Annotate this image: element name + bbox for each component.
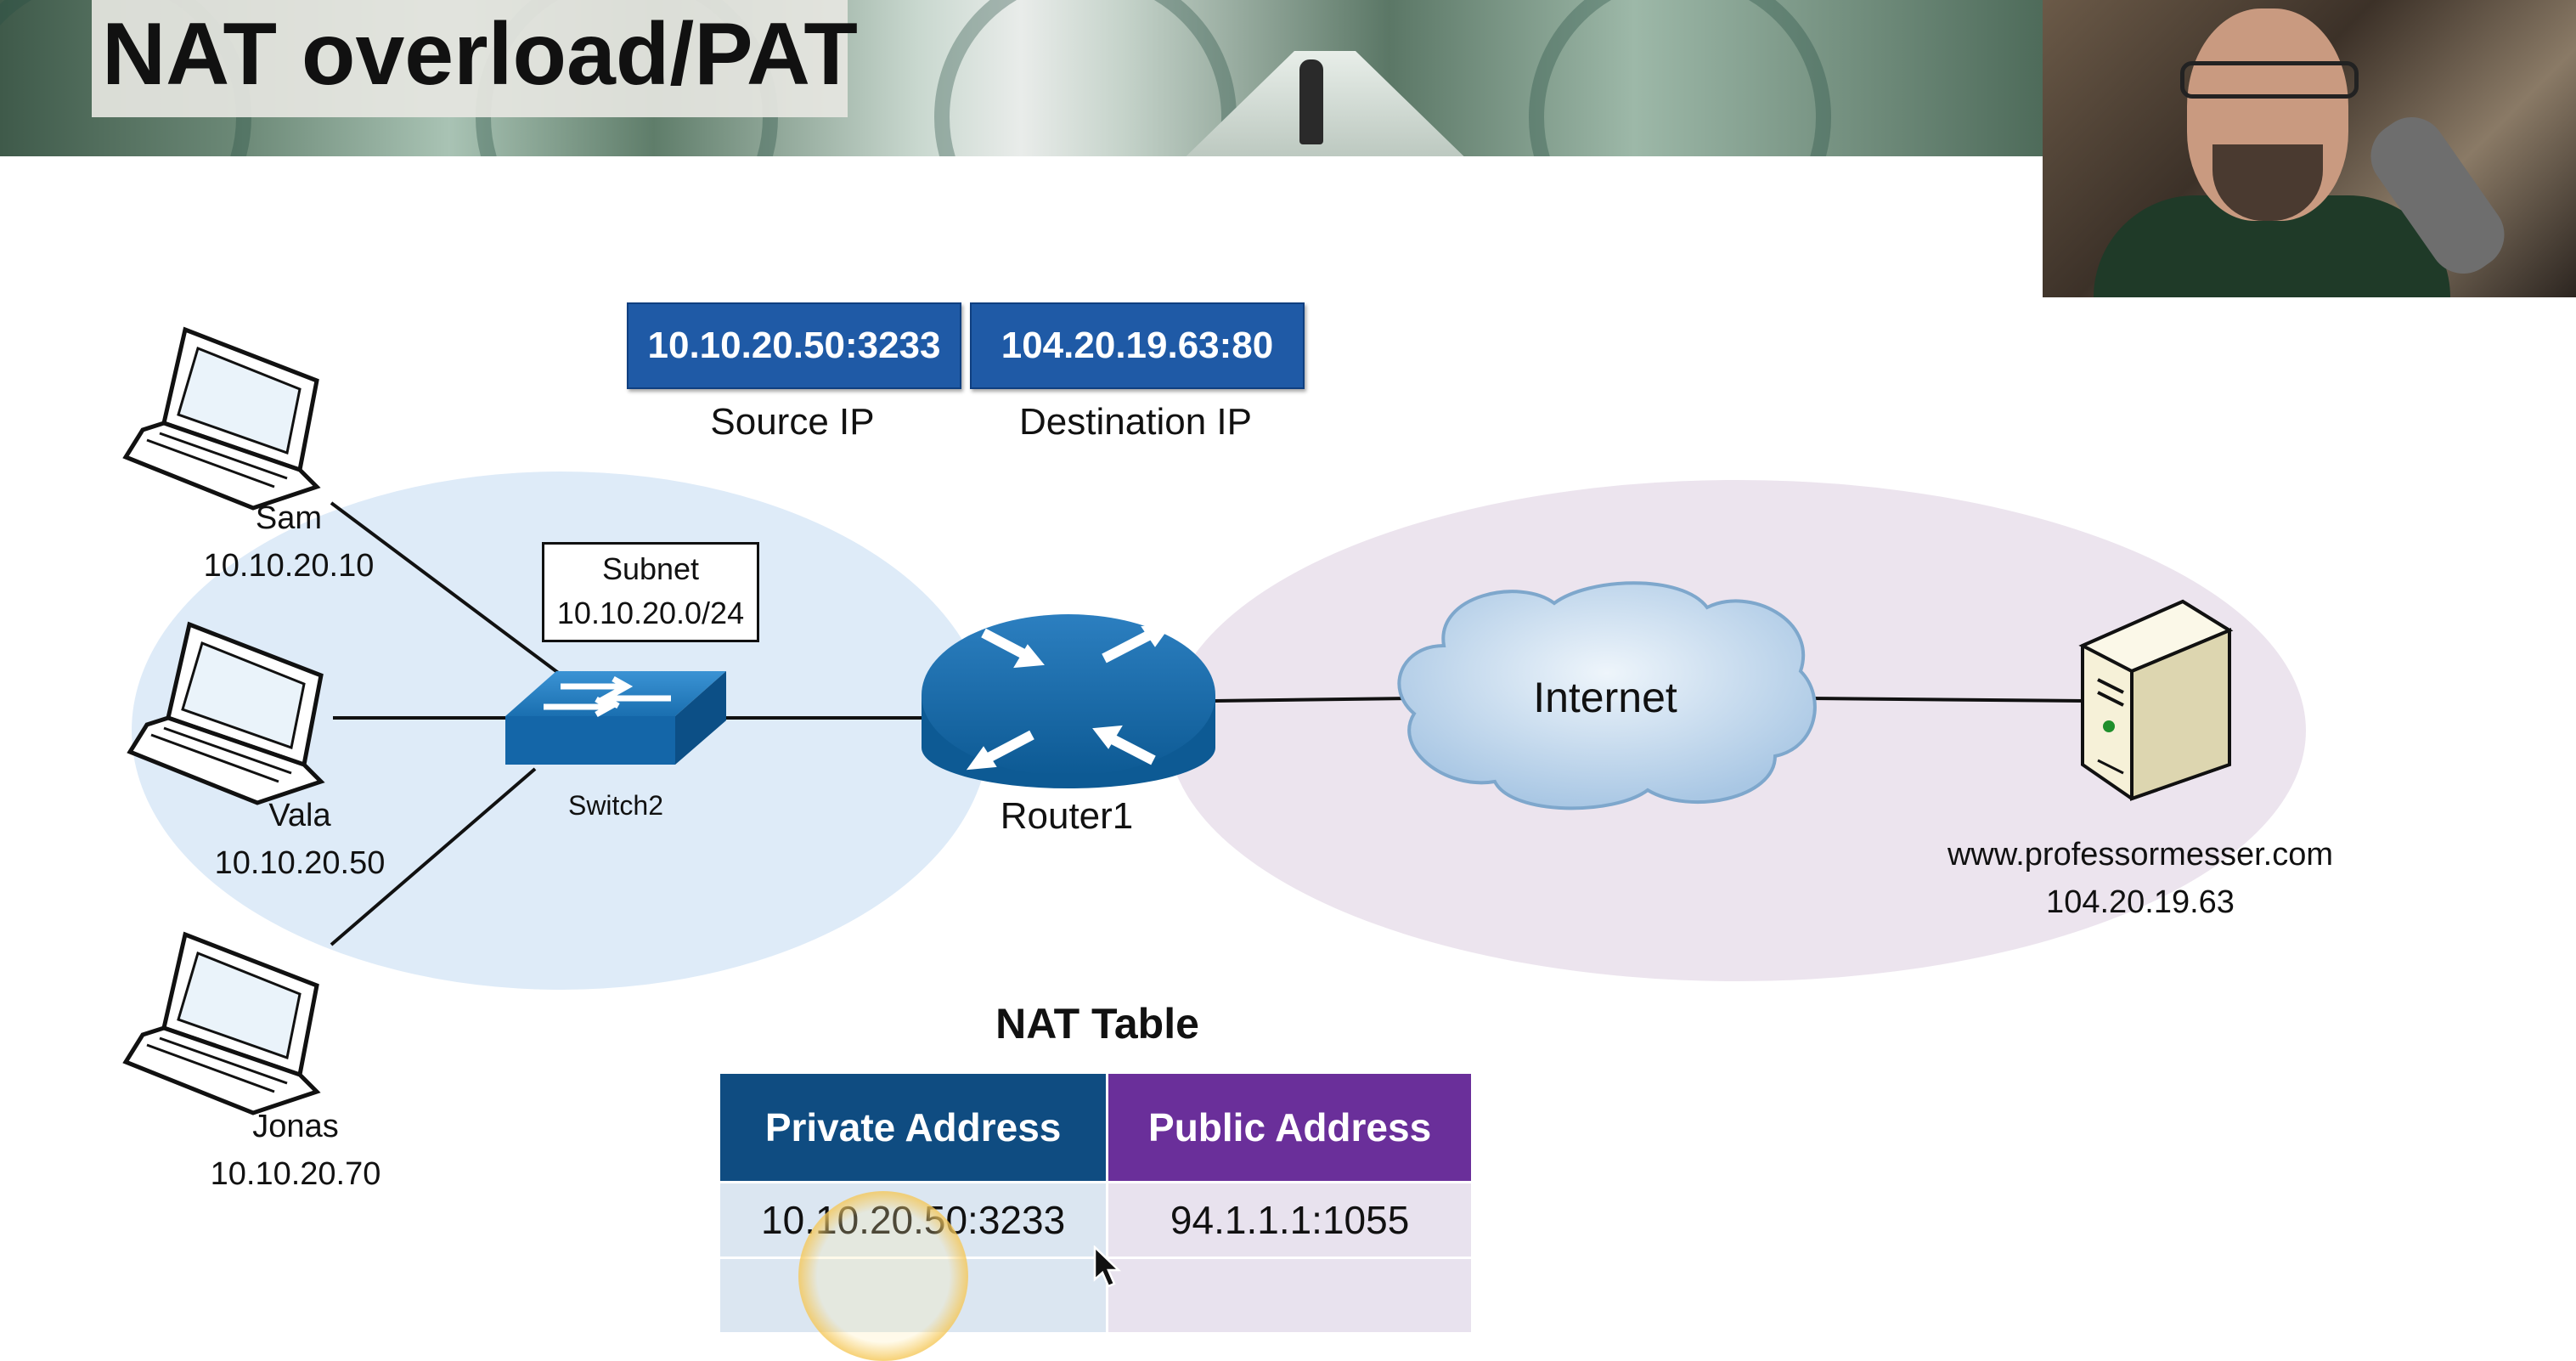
server-label: www.professormesser.com 104.20.19.63 <box>1948 831 2333 926</box>
mouse-cursor-icon <box>1093 1245 1122 1288</box>
host-name: Jonas <box>252 1109 339 1144</box>
slide-title: NAT overload/PAT <box>102 5 858 104</box>
internet-cloud-icon <box>1397 581 1817 810</box>
presenter-webcam <box>2043 0 2576 297</box>
source-ip-box: 10.10.20.50:3233 <box>627 302 961 389</box>
source-ip-label: Source IP <box>710 401 875 443</box>
presenter-glasses <box>2180 61 2359 99</box>
laptop-icon <box>122 931 321 1115</box>
server-name: www.professormesser.com <box>1947 837 2334 873</box>
host-name: Vala <box>268 798 331 833</box>
link-router-cloud <box>1214 697 1415 703</box>
table-header-row: Private Address Public Address <box>720 1074 1471 1183</box>
presenter-beard <box>2212 144 2323 221</box>
switch-label: Switch2 <box>567 790 664 821</box>
public-address-cell <box>1107 1257 1471 1332</box>
link-cloud-server <box>1808 697 2086 703</box>
cursor-highlight <box>798 1191 968 1361</box>
subnet-label: Subnet <box>601 551 700 586</box>
laptop-icon <box>127 621 325 805</box>
public-address-cell: 94.1.1.1:1055 <box>1107 1181 1471 1258</box>
host-sam-label: Sam 10.10.20.10 <box>204 494 375 590</box>
internet-label: Internet <box>1533 674 1677 721</box>
destination-ip-label: Destination IP <box>1019 401 1252 443</box>
router-label: Router1 <box>1000 795 1134 837</box>
server-icon <box>2078 599 2234 801</box>
nat-table-title: NAT Table <box>995 1000 1199 1048</box>
host-vala-label: Vala 10.10.20.50 <box>215 792 386 887</box>
link-jonas-switch <box>330 767 537 946</box>
switch-icon <box>505 671 726 765</box>
host-ip: 10.10.20.70 <box>210 1156 381 1192</box>
host-ip: 10.10.20.10 <box>203 548 375 584</box>
subnet-box: Subnet 10.10.20.0/24 <box>542 542 759 642</box>
destination-ip-box: 104.20.19.63:80 <box>970 302 1305 389</box>
private-address-header: Private Address <box>720 1074 1109 1183</box>
walking-person <box>1299 59 1323 144</box>
host-jonas-label: Jonas 10.10.20.70 <box>211 1103 381 1198</box>
title-backdrop <box>92 0 848 117</box>
public-address-header: Public Address <box>1107 1074 1471 1183</box>
router-icon <box>922 614 1215 788</box>
subnet-value: 10.10.20.0/24 <box>556 596 745 630</box>
host-ip: 10.10.20.50 <box>214 845 386 881</box>
server-ip: 104.20.19.63 <box>2046 884 2235 920</box>
laptop-icon <box>122 326 321 511</box>
link-sam-switch <box>330 501 569 681</box>
network-links <box>330 501 2086 946</box>
host-name: Sam <box>255 500 323 536</box>
